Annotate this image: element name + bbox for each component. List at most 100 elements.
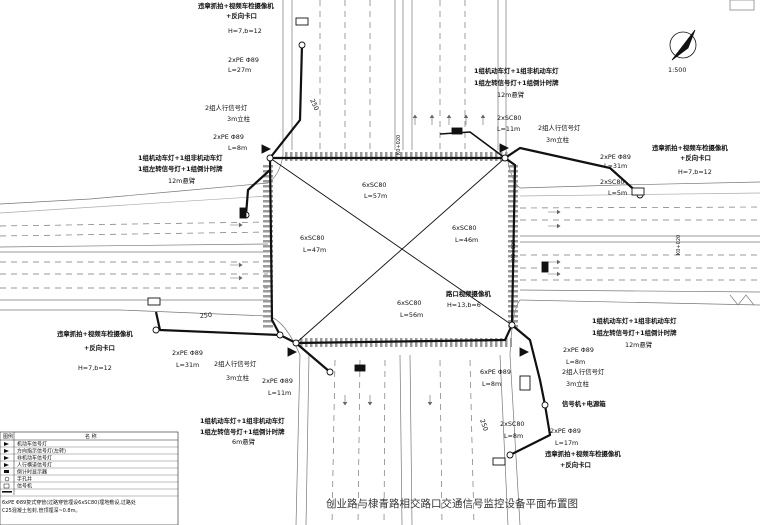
ped-se-line1: 2组人行信号灯 xyxy=(562,367,605,376)
cable-center-spec: 6xSC80 xyxy=(362,181,387,189)
camera-nw-line3: H=7,b=12 xyxy=(228,27,262,35)
cable-east-label: 6xSC80 L=46m xyxy=(452,224,478,244)
signal-north-line3: 12m悬臂 xyxy=(497,90,525,99)
camera-nw-line1: 违章抓拍+视频车检摄像机 xyxy=(198,1,274,10)
legend-symbols xyxy=(2,442,12,493)
cable-e-cam-label: 2xSC80 L=5m xyxy=(600,178,627,197)
station-mark-middle: K0+020 xyxy=(511,240,517,260)
station-mark-north: K0+020 xyxy=(396,135,402,155)
marker-250-west: 250 xyxy=(199,311,212,320)
cable-nw-top-spec: 2xPE Φ89 xyxy=(213,133,244,141)
cable-sw-cam-spec: 2xPE Φ89 xyxy=(172,349,203,357)
legend-header-name: 名 称 xyxy=(85,433,97,440)
legend-row-7: 信号机 xyxy=(17,483,32,490)
cable-west-spec: 6xSC80 xyxy=(300,234,325,242)
scale-label: 1:500 xyxy=(668,66,686,74)
guardrail xyxy=(729,0,755,306)
signal-east-label: 1组机动车灯+1组非机动车灯 1组左转信号灯+1组倒计时牌 12m悬臂 xyxy=(592,316,677,349)
cable-se-cam-label: 2xPE Φ89 L=17m xyxy=(550,427,581,447)
cable-east-spec: 6xSC80 xyxy=(452,224,477,232)
monitor-camera-label: 路口视频摄像机 H=13,b=6 xyxy=(446,289,491,309)
monitor-camera-line1: 路口视频摄像机 xyxy=(446,289,491,298)
station-mark-east: K0+020 xyxy=(676,235,682,255)
cable-e-upper-label: 2xPE Φ89 L=31m xyxy=(600,153,631,170)
ped-se-label: 2组人行信号灯 3m立柱 xyxy=(562,367,605,388)
ped-sw-label: 2组人行信号灯 3m立柱 xyxy=(214,359,257,382)
legend-note-1: 6xPE Φ89复式穿管(过路穿管埋设6xSC80)埋地敷设,过路处 xyxy=(2,499,136,506)
cable-nw-top-label: 2xPE Φ89 L=8m xyxy=(213,133,247,152)
equipment-symbols xyxy=(147,17,645,466)
cable-sw-ped-label: 2xPE Φ89 L=11m xyxy=(262,377,293,397)
camera-sw-line3: H=7,b=12 xyxy=(78,364,112,372)
monitor-camera-line2: H=13,b=6 xyxy=(447,301,481,309)
north-arrow-icon xyxy=(669,29,697,61)
camera-ne-line3: H=7,b=12 xyxy=(678,168,712,176)
drawing-title: 创业路与棣青路相交路口交通信号监控设备平面布置图 xyxy=(326,497,578,510)
ped-ne-line2: 3m立柱 xyxy=(546,135,570,144)
ped-sw-line1: 2组人行信号灯 xyxy=(214,359,257,368)
cable-ne-top-label: 2xSC80 L=11m xyxy=(497,114,522,133)
ped-nw-line2: 3m立柱 xyxy=(227,114,251,123)
legend-rows xyxy=(0,446,178,497)
cable-e-cam-length: L=5m xyxy=(608,189,627,197)
cable-se-cam-spec: 2xPE Φ89 xyxy=(550,427,581,435)
cable-se-low-length: L=8m xyxy=(504,432,523,440)
cable-e-upper-length: L=31m xyxy=(604,162,627,170)
camera-se-line1: 违章抓拍+视频车检摄像机 xyxy=(545,449,621,458)
ped-se-line2: 3m立柱 xyxy=(566,379,590,388)
cable-sw-ped-spec: 2xPE Φ89 xyxy=(262,377,293,385)
legend-row-3: 非机动车信号灯 xyxy=(17,455,52,462)
camera-sw-line1: 违章抓拍+视频车检摄像机 xyxy=(57,329,133,338)
marker-250-south: 250 xyxy=(478,418,490,432)
cable-se-box-label: 6xPE Φ89 L=8m xyxy=(480,368,511,388)
legend-table: 图例 名 称 机动车信号灯 方向指示信号灯(左转) 非机动车信号灯 人行横道信号… xyxy=(0,431,179,525)
legend-row-4: 人行横道信号灯 xyxy=(17,462,52,469)
cable-south-length: L=56m xyxy=(400,311,423,319)
cable-se-ped-spec: 2xPE Φ89 xyxy=(563,346,594,354)
cable-se-box-spec: 6xPE Φ89 xyxy=(480,368,511,376)
signal-south-line1: 1组机动车灯+1组非机动车灯 xyxy=(200,416,285,425)
camera-se-label: 违章抓拍+视频车检摄像机 +反向卡口 xyxy=(545,449,621,469)
cable-ne-top-length: L=11m xyxy=(497,125,520,133)
signal-east-line1: 1组机动车灯+1组非机动车灯 xyxy=(592,316,677,325)
signal-west-label: 1组机动车灯+1组非机动车灯 1组左转信号灯+1组倒计时牌 12m悬臂 xyxy=(138,153,223,185)
camera-sw-label: 违章抓拍+视频车检摄像机 +反向卡口 H=7,b=12 xyxy=(57,329,133,372)
legend-row-6: 手孔井 xyxy=(17,476,32,483)
cable-east-length: L=46m xyxy=(455,236,478,244)
cable-se-ped-label: 2xPE Φ89 L=8m xyxy=(563,346,594,366)
cable-e-upper-spec: 2xPE Φ89 xyxy=(600,153,631,161)
ped-nw-line1: 2组人行信号灯 xyxy=(205,103,248,112)
camera-nw-label: 违章抓拍+视频车检摄像机 +反向卡口 H=7,b=12 xyxy=(198,1,274,35)
signal-west-line3: 12m悬臂 xyxy=(168,176,196,185)
camera-nw-line2: +反向卡口 xyxy=(226,11,257,20)
cable-sw-cam-length: L=31m xyxy=(176,361,199,369)
signal-south-label: 1组机动车灯+1组非机动车灯 1组左转信号灯+1组倒计时牌 6m悬臂 xyxy=(200,416,285,446)
crossing-cables xyxy=(269,157,513,344)
signal-south-line3: 6m悬臂 xyxy=(232,437,256,446)
signal-west-line2: 1组左转信号灯+1组倒计时牌 xyxy=(138,164,223,173)
cable-ne-top-spec: 2xSC80 xyxy=(497,114,522,122)
camera-ne-line1: 违章抓拍+视频车检摄像机 xyxy=(652,143,728,152)
signal-west-line1: 1组机动车灯+1组非机动车灯 xyxy=(138,153,223,162)
cable-west-length: L=47m xyxy=(303,246,326,254)
cable-routes xyxy=(154,44,641,456)
cable-n-cam-length: L=27m xyxy=(228,66,251,74)
signal-east-line3: 12m悬臂 xyxy=(625,340,653,349)
legend-header-symbol: 图例 xyxy=(3,433,13,440)
cable-west-label: 6xSC80 L=47m xyxy=(300,234,326,254)
camera-ne-label: 违章抓拍+视频车检摄像机 +反向卡口 H=7,b=12 xyxy=(652,143,728,176)
signal-south-line2: 1组左转信号灯+1组倒计时牌 xyxy=(200,427,285,436)
legend-row-2: 方向指示信号灯(左转) xyxy=(17,448,66,455)
cable-south-spec: 6xSC80 xyxy=(397,299,422,307)
ped-nw-label: 2组人行信号灯 3m立柱 xyxy=(205,103,251,123)
cable-se-cam-length: L=17m xyxy=(555,439,578,447)
signal-north-label: 1组机动车灯+1组非机动车灯 1组左转信号灯+1组倒计时牌 12m悬臂 xyxy=(474,66,559,99)
camera-sw-line2: +反向卡口 xyxy=(84,343,115,352)
signal-east-line2: 1组左转信号灯+1组倒计时牌 xyxy=(592,328,677,337)
cable-e-cam-spec: 2xSC80 xyxy=(600,178,625,186)
legend-row-5: 倒计时显示器 xyxy=(17,469,47,476)
signal-north-line2: 1组左转信号灯+1组倒计时牌 xyxy=(474,78,559,87)
cable-nw-top-length: L=8m xyxy=(228,144,247,152)
